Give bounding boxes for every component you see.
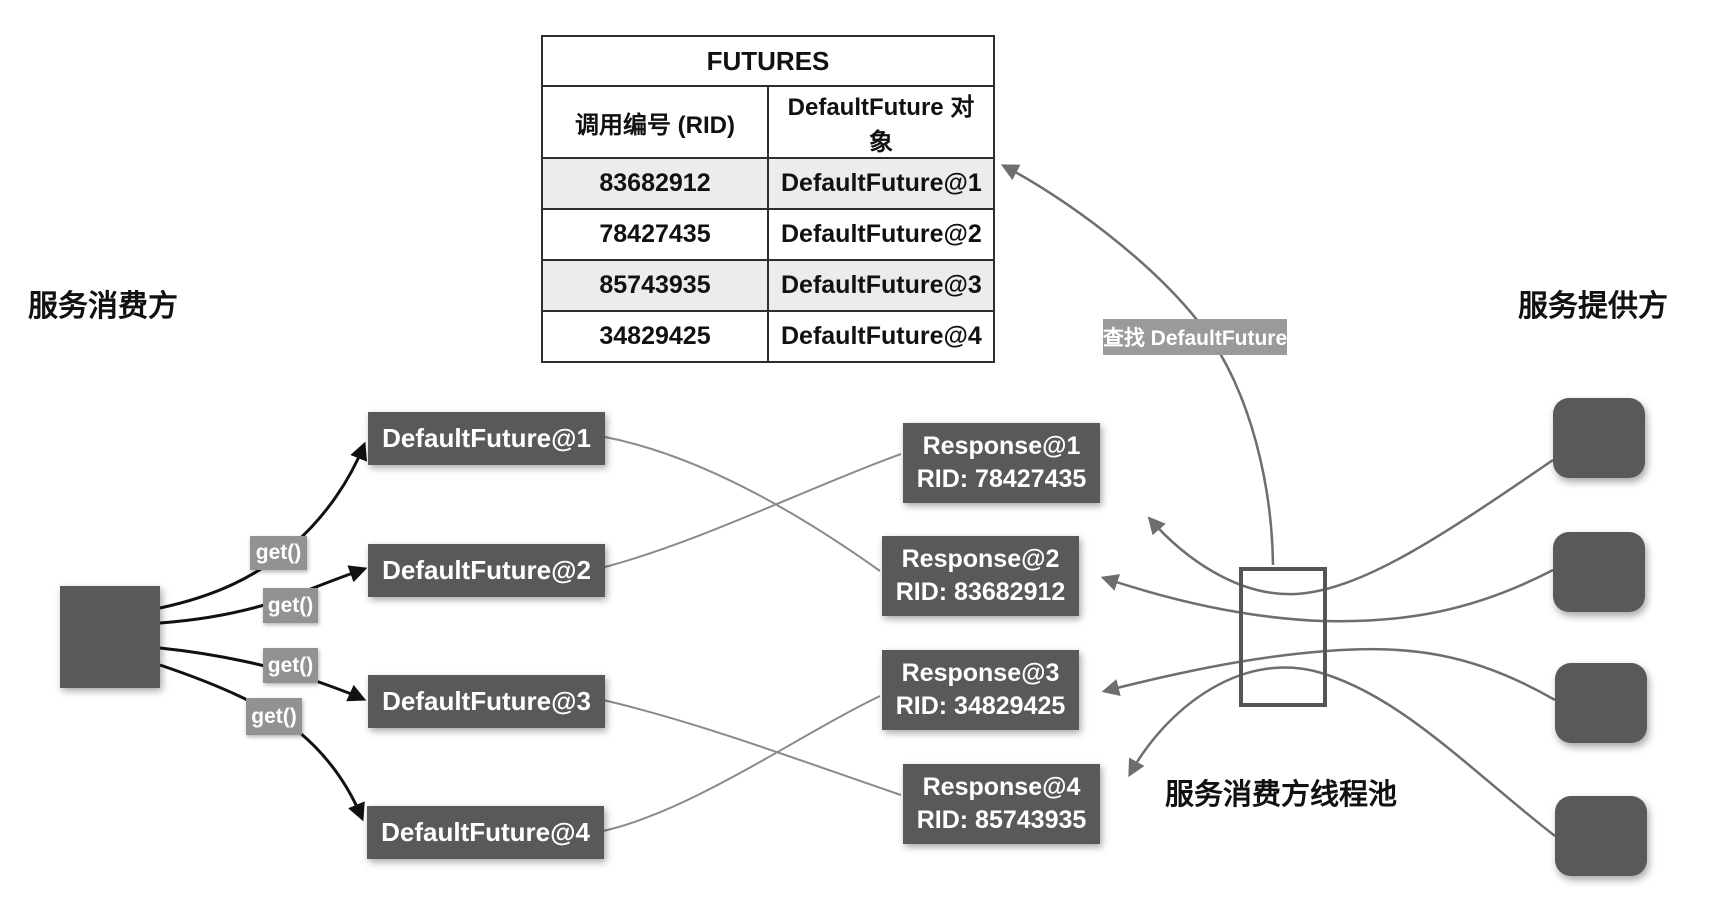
response-node-1: Response@1 RID: 78427435 — [903, 423, 1100, 503]
line-future2-response1 — [604, 453, 902, 568]
response-rid: RID: 78427435 — [916, 465, 1087, 493]
get-call-label-2: get() — [263, 588, 318, 623]
table-row: 78427435 DefaultFuture@2 — [541, 208, 995, 261]
line-future3-response4 — [602, 699, 902, 796]
rid-cell: 34829425 — [541, 310, 769, 363]
futures-table-col-future: DefaultFuture 对象 — [767, 85, 995, 159]
response-node-3: Response@3 RID: 34829425 — [882, 650, 1079, 730]
arrow-get-future3 — [159, 646, 367, 702]
rid-cell: 78427435 — [541, 208, 769, 261]
response-node-4: Response@4 RID: 85743935 — [903, 764, 1100, 844]
futures-table-col-rid: 调用编号 (RID) — [541, 85, 769, 159]
table-row: 34829425 DefaultFuture@4 — [541, 310, 995, 363]
futures-table-header-row: 调用编号 (RID) DefaultFuture 对象 — [541, 85, 995, 159]
futures-table: FUTURES 调用编号 (RID) DefaultFuture 对象 8368… — [541, 35, 995, 363]
response-name: Response@3 — [901, 659, 1060, 687]
response-rid: RID: 34829425 — [895, 692, 1066, 720]
thread-pool-label: 服务消费方线程池 — [1165, 779, 1398, 811]
arrow-lookup-futures-table — [1000, 164, 1275, 566]
future-cell: DefaultFuture@3 — [767, 259, 995, 312]
table-row: 83682912 DefaultFuture@1 — [541, 157, 995, 210]
response-name: Response@4 — [922, 773, 1081, 801]
arrow-provider1-response1 — [1147, 458, 1554, 596]
provider-node-2 — [1553, 532, 1645, 612]
response-rid: RID: 85743935 — [916, 806, 1087, 834]
response-name: Response@2 — [901, 545, 1060, 573]
consumer-node — [60, 586, 160, 688]
default-future-node-4: DefaultFuture@4 — [367, 806, 604, 859]
get-call-label-1: get() — [250, 536, 307, 570]
arrow-provider4-response4 — [1128, 666, 1556, 837]
provider-node-1 — [1553, 398, 1645, 478]
lookup-default-future-label: 查找 DefaultFuture — [1103, 319, 1287, 355]
future-cell: DefaultFuture@1 — [767, 157, 995, 210]
provider-side-label: 服务提供方 — [1518, 290, 1668, 323]
futures-table-title-row: FUTURES — [541, 35, 995, 87]
provider-node-3 — [1555, 663, 1647, 743]
arrow-get-future2 — [159, 565, 368, 625]
thread-pool-rect — [1239, 567, 1327, 707]
table-row: 85743935 DefaultFuture@3 — [541, 259, 995, 312]
response-node-2: Response@2 RID: 83682912 — [882, 536, 1079, 616]
rid-cell: 85743935 — [541, 259, 769, 312]
arrow-provider2-response2 — [1100, 568, 1554, 623]
arrow-provider3-response3 — [1101, 647, 1556, 702]
line-future1-response2 — [604, 436, 881, 572]
get-call-label-4: get() — [246, 698, 302, 735]
line-future4-response3 — [602, 695, 881, 832]
get-call-label-3: get() — [263, 648, 318, 683]
rid-cell: 83682912 — [541, 157, 769, 210]
provider-node-4 — [1555, 796, 1647, 876]
default-future-node-3: DefaultFuture@3 — [368, 675, 605, 728]
consumer-side-label: 服务消费方 — [28, 290, 178, 323]
future-cell: DefaultFuture@4 — [767, 310, 995, 363]
default-future-node-1: DefaultFuture@1 — [368, 412, 605, 465]
response-rid: RID: 83682912 — [895, 578, 1066, 606]
future-cell: DefaultFuture@2 — [767, 208, 995, 261]
default-future-node-2: DefaultFuture@2 — [368, 544, 605, 597]
arrow-get-future1 — [159, 441, 368, 610]
futures-table-title: FUTURES — [541, 35, 995, 87]
response-name: Response@1 — [922, 432, 1081, 460]
